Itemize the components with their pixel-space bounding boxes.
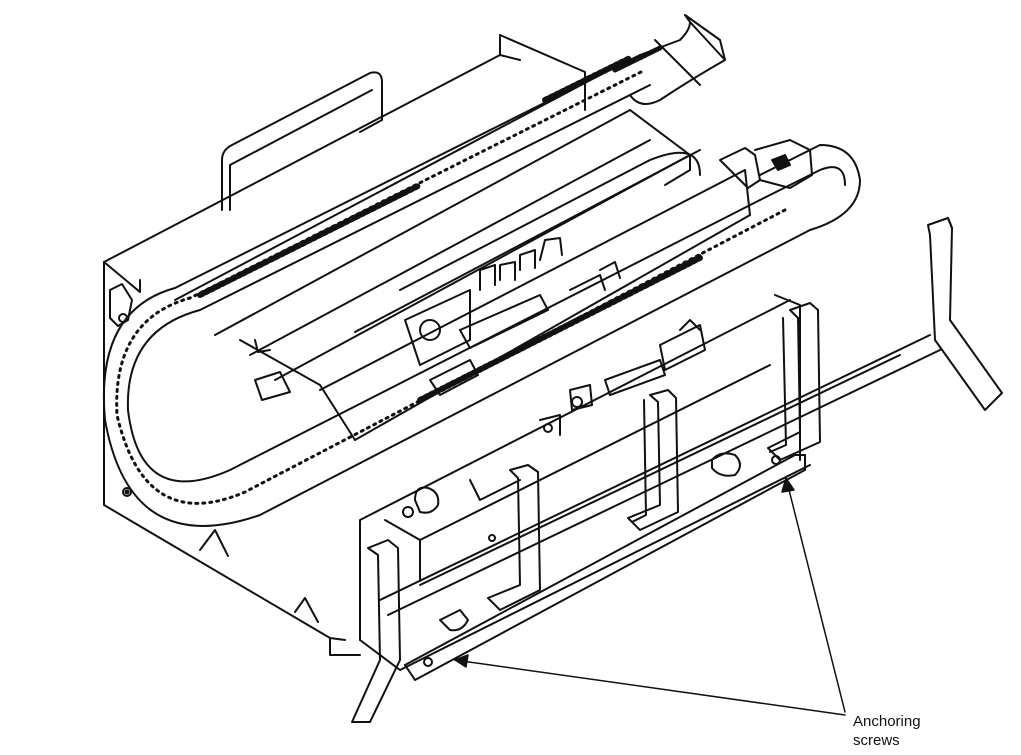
gas-connector <box>719 139 813 189</box>
anchoring-screws-callout: Anchoring screws <box>853 712 921 750</box>
arrowhead-left <box>454 654 469 668</box>
burner-port-line <box>115 68 787 505</box>
leader-line-right <box>785 477 846 713</box>
callout-line-2: screws <box>853 732 900 749</box>
u-burner-tube <box>102 54 861 527</box>
inlet-fitting <box>629 14 726 105</box>
valve-components <box>402 237 741 632</box>
mounting-hole <box>122 487 132 497</box>
arrowhead-right <box>781 477 795 493</box>
callout-line-1: Anchoring <box>853 713 921 730</box>
callout-leaders <box>454 477 846 716</box>
anchoring-screw <box>423 657 433 667</box>
rear-grate-plate <box>221 34 586 211</box>
grate-bars <box>351 217 1003 723</box>
leader-line-left <box>454 659 846 716</box>
anchoring-screw <box>771 455 781 465</box>
side-hinge <box>109 283 133 327</box>
mounting-hole <box>124 489 130 495</box>
straight-burner-tube <box>197 45 703 403</box>
anchoring-bracket <box>404 454 806 681</box>
front-burner-pan <box>359 294 811 671</box>
